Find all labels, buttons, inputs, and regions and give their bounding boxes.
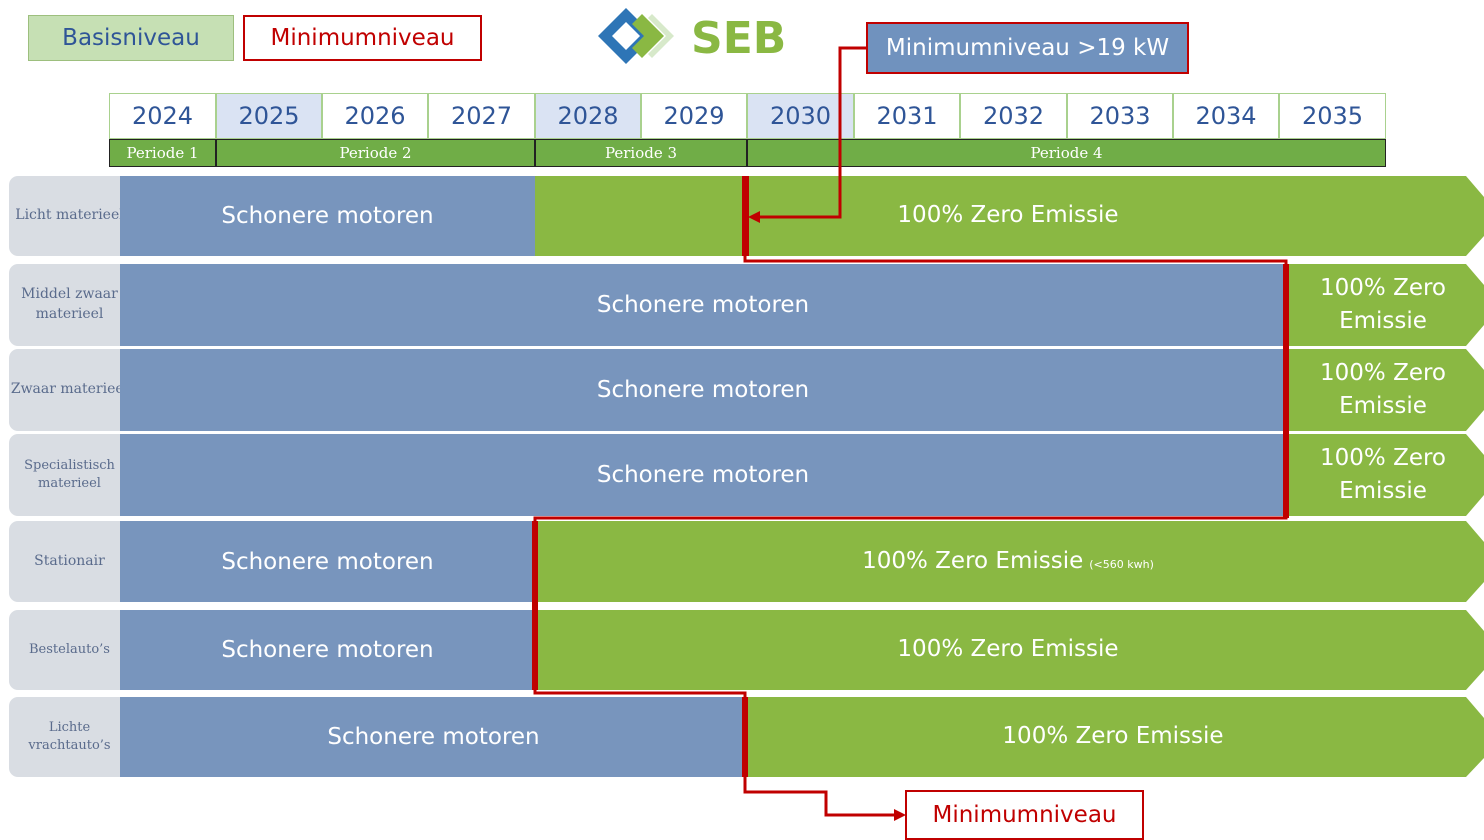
year-2034: 2034 (1173, 93, 1279, 139)
row6-schonere-motoren: Schonere motoren (120, 610, 535, 690)
row1-schonere-motoren: Schonere motoren (120, 176, 535, 256)
logo-text: SEB (691, 13, 786, 64)
callout-minimumniveau-19kw: Minimumniveau >19 kW (866, 22, 1189, 74)
year-2029: 2029 (641, 93, 747, 139)
row-label-middel-zwaar-materieel: Middel zwaar materieel (9, 264, 130, 346)
period-2: Periode 2 (216, 139, 535, 167)
year-2035: 2035 (1279, 93, 1386, 139)
row7-schonere-motoren: Schonere motoren (120, 697, 747, 777)
row3-zero-emissie: 100% Zero Emissie (1320, 359, 1446, 419)
row4-zero-emissie: 100% Zero Emissie (1320, 444, 1446, 504)
row6-zero-emissie: 100% Zero Emissie (897, 636, 1119, 663)
row-label-lichte-vrachtautos: Lichte vrachtauto’s (9, 697, 130, 777)
year-2030: 2030 (747, 93, 854, 139)
year-2024: 2024 (109, 93, 216, 139)
row-label-bestelautos: Bestelauto’s (9, 610, 130, 690)
year-2028: 2028 (535, 93, 641, 139)
year-2026: 2026 (322, 93, 428, 139)
year-2032: 2032 (960, 93, 1067, 139)
row-label-stationair: Stationair (9, 521, 130, 602)
row4-schonere-motoren: Schonere motoren (120, 434, 1286, 516)
row-label-specialistisch-materieel: Specialistisch materieel (9, 434, 130, 516)
callout-minimumniveau-bottom: Minimumniveau (905, 790, 1144, 840)
year-2025: 2025 (216, 93, 322, 139)
row2-zero-emissie: 100% Zero Emissie (1320, 274, 1446, 334)
year-2033: 2033 (1067, 93, 1173, 139)
row-label-zwaar-materieel: Zwaar materieel (9, 349, 130, 431)
year-2027: 2027 (428, 93, 535, 139)
row7-zero-emissie: 100% Zero Emissie (1002, 723, 1224, 750)
row5-schonere-motoren: Schonere motoren (120, 521, 535, 602)
row5-zero-emissie-note: (<560 kwh) (1089, 557, 1154, 571)
row5-zero-emissie-text: 100% Zero Emissie (862, 547, 1084, 574)
period-4: Periode 4 (747, 139, 1386, 167)
row-label-licht-materieel: Licht materieel (9, 176, 130, 256)
seb-logo: SEB (598, 6, 788, 66)
period-3: Periode 3 (535, 139, 747, 167)
row5-zero-emissie: 100% Zero Emissie (<560 kwh) (540, 521, 1476, 602)
row1-zero-emissie: 100% Zero Emissie (897, 202, 1119, 229)
year-2031: 2031 (854, 93, 960, 139)
legend-basisniveau: Basisniveau (28, 15, 234, 61)
row3-schonere-motoren: Schonere motoren (120, 349, 1286, 431)
row2-schonere-motoren: Schonere motoren (120, 264, 1286, 346)
legend-minimumniveau: Minimumniveau (243, 15, 482, 61)
period-1: Periode 1 (109, 139, 216, 167)
